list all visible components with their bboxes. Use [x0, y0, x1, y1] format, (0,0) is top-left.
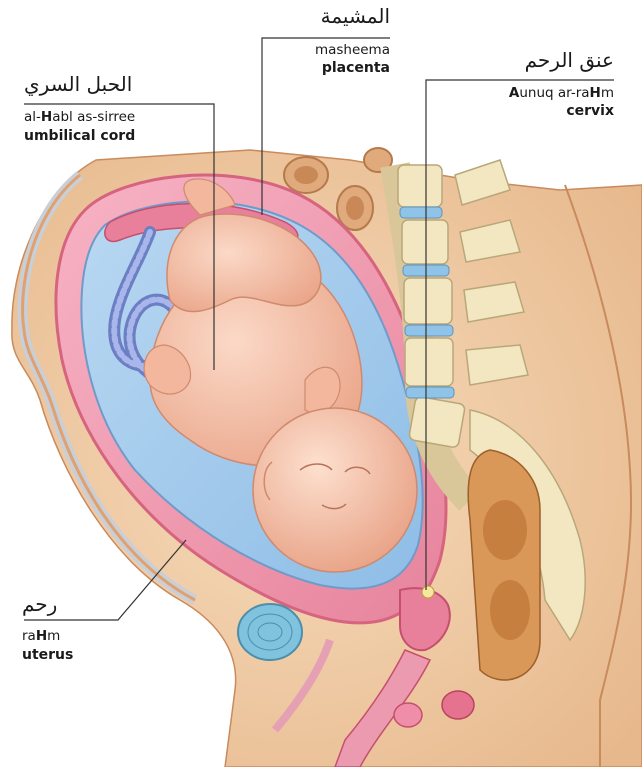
cervix-translit-part-3: H — [590, 85, 601, 101]
cervix-arabic-label: عنق الرحم — [460, 48, 614, 72]
uterus-arabic-label: رحم — [22, 592, 102, 616]
cord-translit-part-1: al- — [24, 109, 41, 125]
cervix-english-label: cervix — [440, 102, 614, 120]
uterus-english-label: uterus — [22, 646, 102, 664]
cervix-translit-part-1: A — [509, 85, 519, 101]
cervix-translit-part-2: unuq ar-ra — [519, 85, 589, 101]
placenta-arabic-label: المشيمة — [230, 4, 390, 28]
uterus-translit-part-3: m — [47, 628, 60, 644]
cervix-translit-label: Aunuq ar-raHm — [440, 85, 614, 102]
placenta-translit-text: masheema — [315, 42, 390, 58]
uterus-translit-part-2: H — [36, 628, 47, 644]
cervix-translit-part-4: m — [601, 85, 614, 101]
umbilical-cord-arabic-label: الحبل السري — [24, 72, 214, 96]
uterus-translit-label: raHm — [22, 628, 102, 645]
umbilical-cord-translit-label: al-Habl as-sirree — [24, 109, 224, 126]
placenta-english-label: placenta — [230, 59, 390, 77]
uterus-translit-part-1: ra — [22, 628, 36, 644]
bowel — [468, 450, 540, 680]
cord-translit-part-2: H — [41, 109, 52, 125]
bladder — [238, 604, 302, 660]
placenta-translit-label: masheema — [230, 42, 390, 59]
cord-translit-part-3: abl as-sirree — [52, 109, 135, 125]
umbilical-cord-english-label: umbilical cord — [24, 127, 224, 145]
